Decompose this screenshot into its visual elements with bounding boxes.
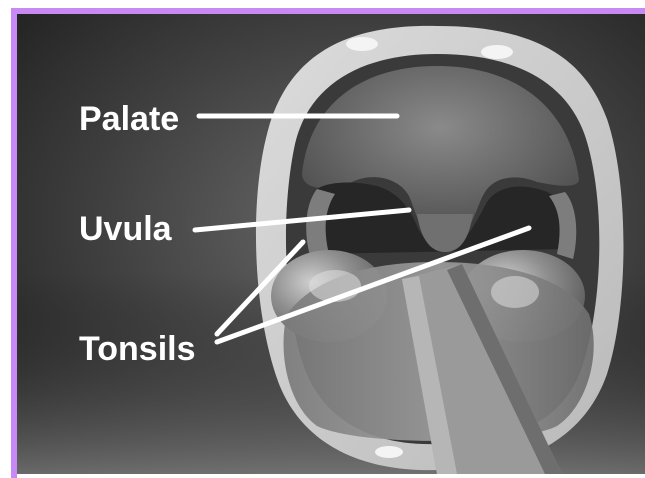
right-tonsil-highlight (491, 276, 539, 308)
tonsils-label: Tonsils (79, 330, 196, 368)
diagram-svg: Palate Uvula Tonsils (17, 14, 645, 474)
mouth-anatomy-illustration: Palate Uvula Tonsils (17, 14, 645, 474)
upper-tooth-highlight-left (346, 37, 378, 51)
lower-tooth-highlight (375, 446, 403, 458)
upper-tooth-highlight-right (481, 45, 513, 59)
uvula-label: Uvula (79, 210, 173, 248)
palate-label: Palate (79, 100, 179, 138)
